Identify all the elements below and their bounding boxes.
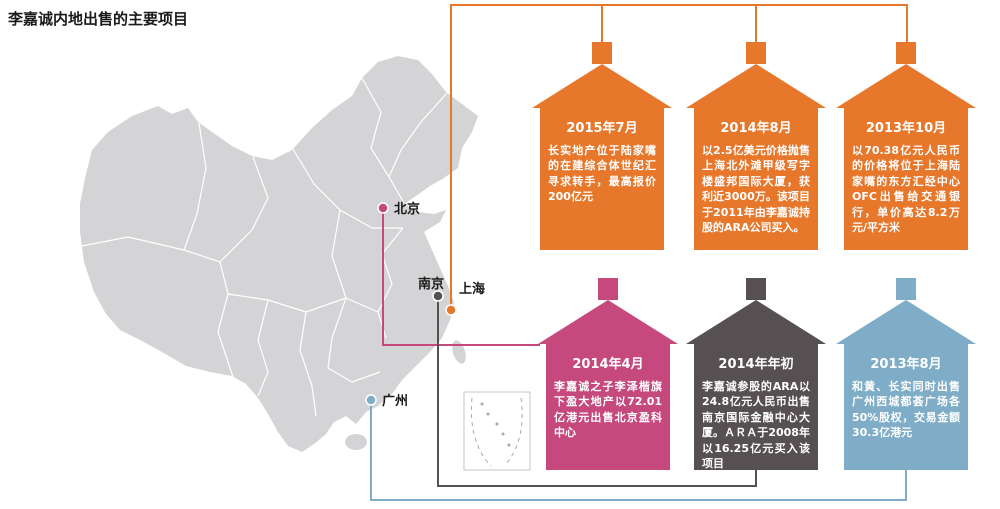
house-roof <box>836 64 976 108</box>
project-date: 2015年7月 <box>566 121 638 136</box>
project-date: 2013年10月 <box>865 121 947 136</box>
house-chimney <box>896 42 916 64</box>
house-chimney <box>746 42 766 64</box>
house-chimney <box>896 278 916 300</box>
project-date: 2014年年初 <box>718 357 794 372</box>
project-description: 以70.38亿元人民币的价格将位于上海陆家嘴的东方汇经中心OFC出售给交通银行，… <box>852 144 960 234</box>
house-chimney <box>598 278 618 300</box>
house-roof <box>836 300 976 344</box>
project-card-2013-8: 2013年8月 和黄、长实同时出售广州西城都荟广场各50%股权，交易金额30.3… <box>836 278 976 470</box>
project-card-2014-8: 2014年8月 以2.5亿美元价格抛售上海北外滩甲级写字楼盛邦国际大厦，获利近3… <box>686 42 826 250</box>
house-roof <box>538 300 678 344</box>
beijing-label: 北京 <box>394 201 420 217</box>
house-roof <box>686 300 826 344</box>
project-card-2013-10: 2013年10月 以70.38亿元人民币的价格将位于上海陆家嘴的东方汇经中心OF… <box>836 42 976 250</box>
project-card-2014-early: 2014年年初 李嘉诚参股的ARA以24.8亿元人民币出售南京国际金融中心大厦。… <box>686 278 826 470</box>
shanghai-label: 上海 <box>459 281 485 297</box>
south-china-sea-inset <box>463 391 531 471</box>
shanghai-marker <box>445 304 457 316</box>
project-date: 2014年4月 <box>572 357 644 372</box>
project-description: 和黄、长实同时出售广州西城都荟广场各50%股权，交易金额30.3亿港元 <box>852 380 960 440</box>
project-description: 李嘉诚之子李泽楷旗下盈大地产以72.01亿港元出售北京盈科中心 <box>554 380 662 440</box>
project-description: 长实地产位于陆家嘴的在建综合体世纪汇寻求转手，最高报价200亿元 <box>548 144 656 204</box>
beijing-marker <box>377 202 389 214</box>
guangzhou-marker <box>365 394 377 406</box>
guangzhou-label: 广州 <box>382 393 408 409</box>
china-map-silhouette <box>80 56 478 452</box>
house-chimney <box>592 42 612 64</box>
connector-guangzhou-blue <box>370 401 907 501</box>
nanjing-label: 南京 <box>418 276 444 292</box>
connector-beijing-pink <box>382 210 540 346</box>
project-description: 以2.5亿美元价格抛售上海北外滩甲级写字楼盛邦国际大厦，获利近3000万。该项目… <box>702 144 810 234</box>
province-borders <box>81 77 448 417</box>
project-date: 2013年8月 <box>870 357 942 372</box>
project-date: 2014年8月 <box>720 121 792 136</box>
page-title: 李嘉诚内地出售的主要项目 <box>8 10 189 28</box>
taiwan-island <box>452 340 466 364</box>
house-roof <box>532 64 672 108</box>
hainan-island <box>345 434 367 450</box>
nanjing-marker <box>432 290 444 302</box>
connector-shanghai-orange <box>450 4 908 309</box>
project-card-2014-4: 2014年4月 李嘉诚之子李泽楷旗下盈大地产以72.01亿港元出售北京盈科中心 <box>538 278 678 470</box>
house-roof <box>686 64 826 108</box>
project-card-2015-7: 2015年7月 长实地产位于陆家嘴的在建综合体世纪汇寻求转手，最高报价200亿元 <box>532 42 672 250</box>
house-chimney <box>746 278 766 300</box>
project-description: 李嘉诚参股的ARA以24.8亿元人民币出售南京国际金融中心大厦。ＡＲＡ于2008… <box>702 380 810 470</box>
connector-nanjing-dark <box>437 297 757 487</box>
